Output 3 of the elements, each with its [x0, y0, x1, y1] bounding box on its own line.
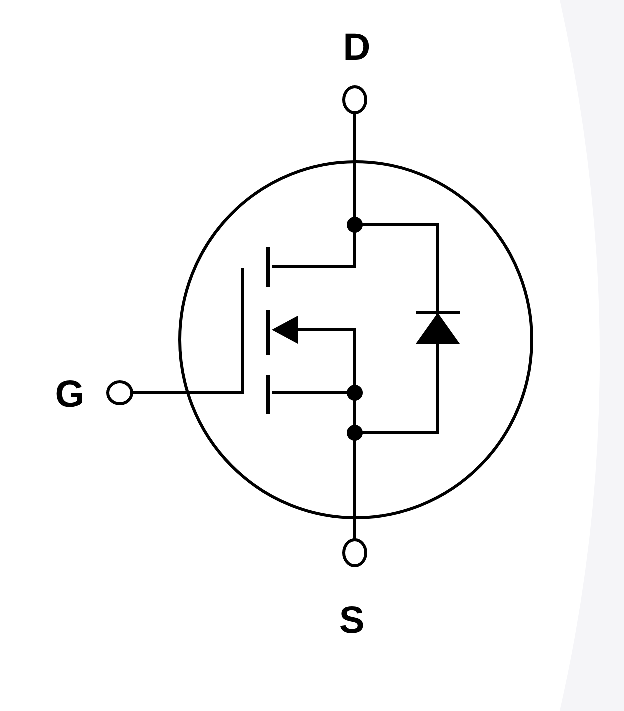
pin-label: G	[55, 376, 85, 414]
pin-label: S	[339, 602, 365, 640]
pin-label: D	[343, 29, 371, 67]
